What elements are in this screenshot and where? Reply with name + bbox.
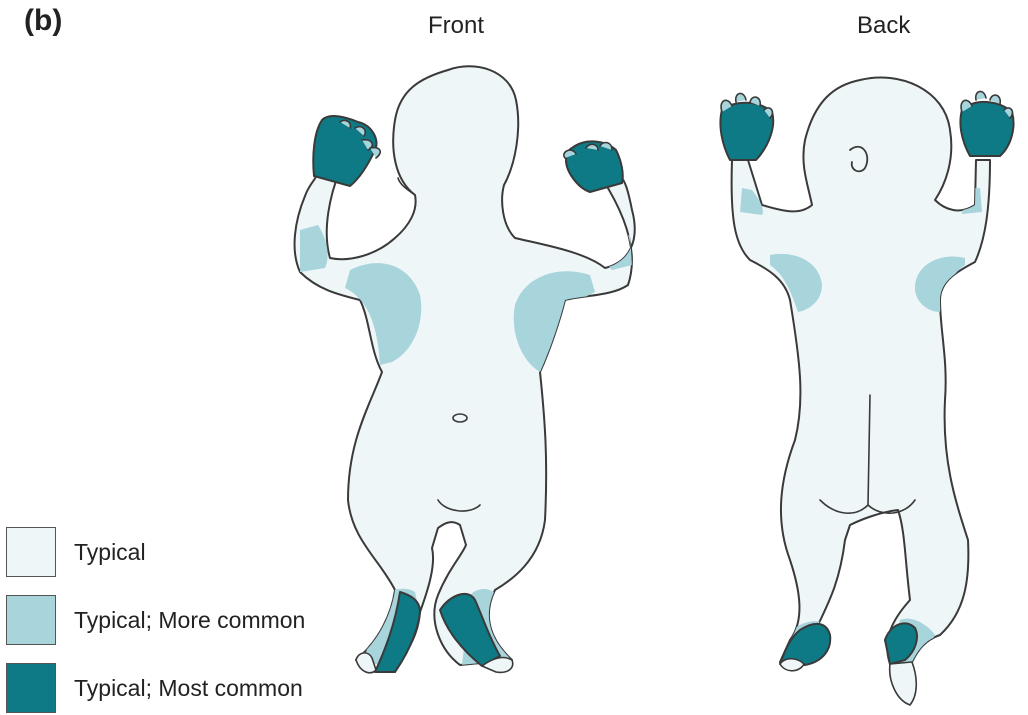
back-left-wrist-patch — [740, 188, 763, 215]
legend-label-typical: Typical — [74, 539, 146, 566]
front-infant-figure — [295, 66, 635, 673]
back-right-toes — [890, 662, 917, 705]
legend-item-more-common: Typical; More common — [6, 595, 366, 647]
legend-item-typical: Typical — [6, 527, 366, 579]
back-body-typical-region — [732, 77, 990, 664]
legend-label-most-common: Typical; Most common — [74, 675, 303, 702]
legend-swatch-most-common — [6, 663, 56, 713]
front-left-hand — [313, 116, 376, 186]
back-left-toes — [780, 659, 804, 671]
legend-item-most-common: Typical; Most common — [6, 663, 366, 715]
legend-swatch-more-common — [6, 595, 56, 645]
legend-label-more-common: Typical; More common — [74, 607, 305, 634]
back-infant-figure — [720, 77, 1013, 705]
back-right-wrist-patch — [962, 188, 982, 214]
legend-swatch-typical — [6, 527, 56, 577]
